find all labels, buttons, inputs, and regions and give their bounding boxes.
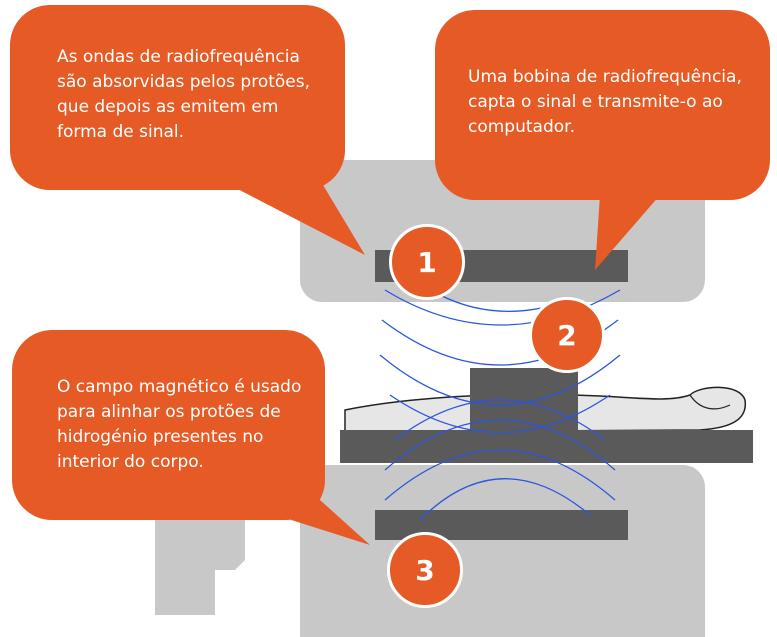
marker-1: 1 xyxy=(389,224,465,300)
bubble-2-text: Uma bobina de radiofrequência, capta o s… xyxy=(468,67,742,137)
bubble-1 xyxy=(10,5,345,190)
machine-base-left xyxy=(155,520,245,615)
bubble-1-text: As ondas de radiofrequência são absorvid… xyxy=(57,47,311,142)
bubble-2 xyxy=(435,10,770,200)
marker-2: 2 xyxy=(529,297,605,373)
marker-3: 3 xyxy=(387,532,463,608)
bubble-3-text: O campo magnético é usado para alinhar o… xyxy=(57,377,302,472)
bubble-3 xyxy=(12,330,325,520)
central-coil xyxy=(470,368,578,430)
